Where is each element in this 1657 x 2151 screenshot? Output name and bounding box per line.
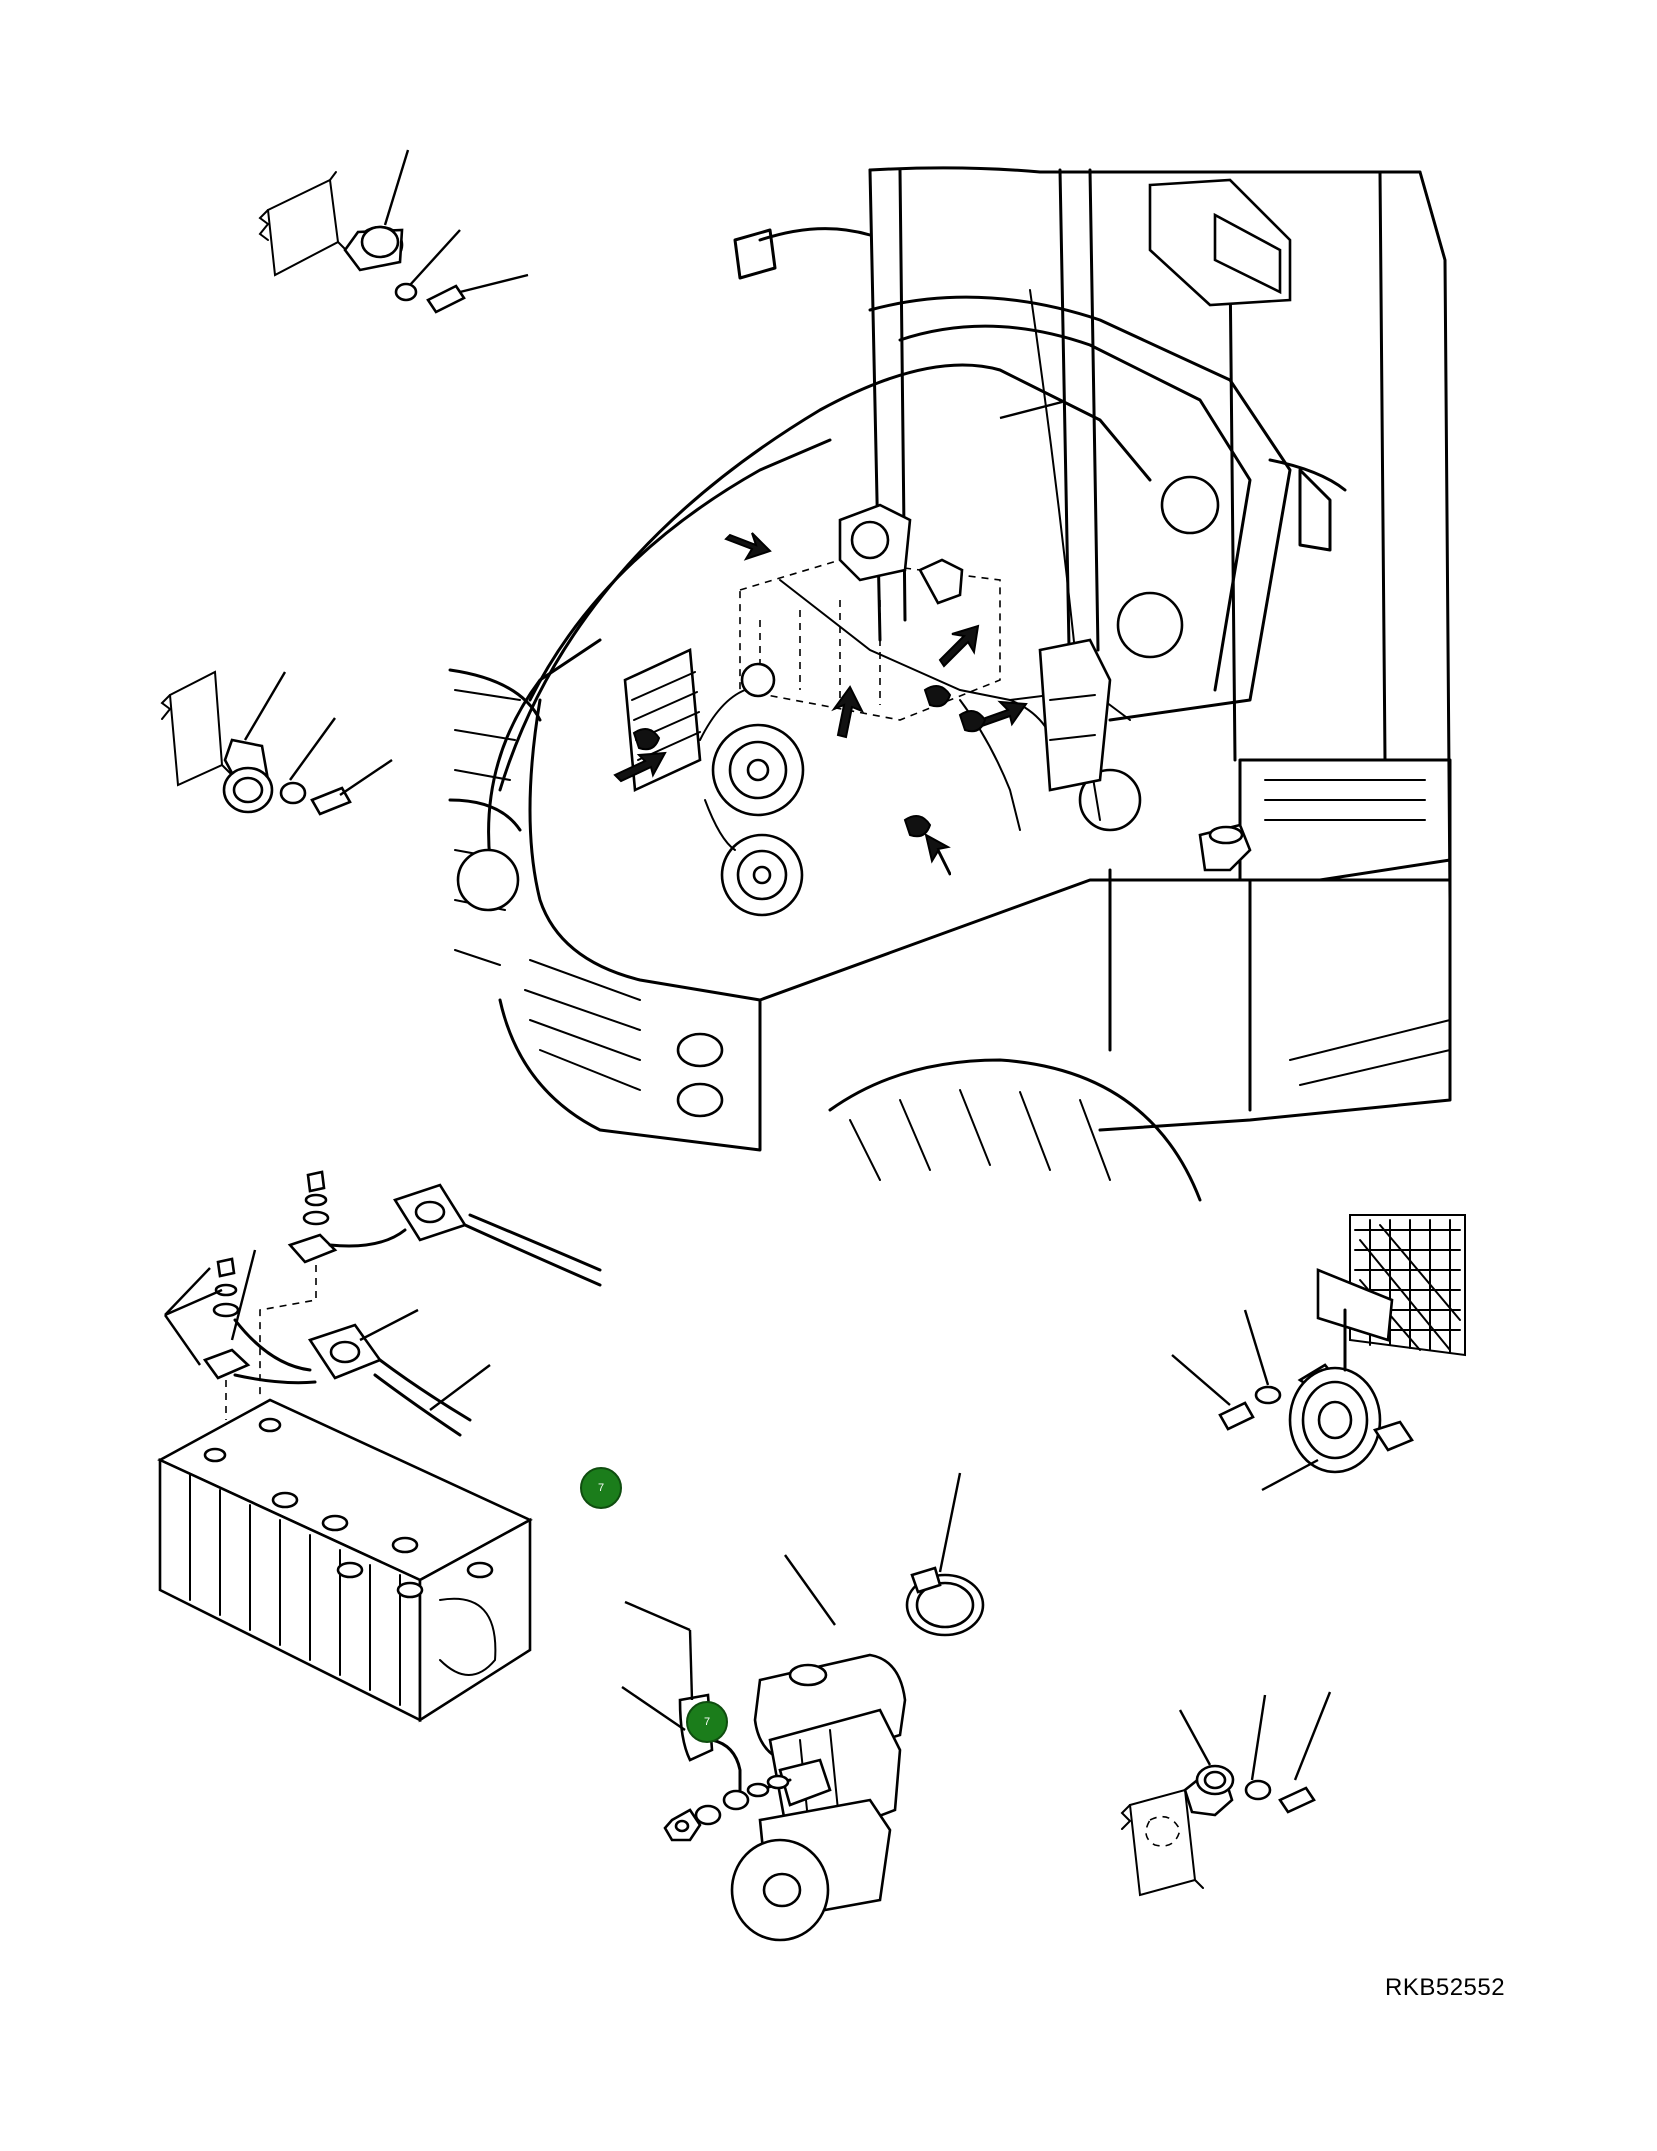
drawing-reference-code: RKB52552 xyxy=(1385,1974,1506,2001)
detail-battery xyxy=(157,1170,602,1723)
callout-marker-7[interactable]: 7 xyxy=(580,1467,622,1509)
detail-horn xyxy=(1171,1214,1466,1492)
detail-starter xyxy=(621,1472,985,1942)
detail-bracket-top-left xyxy=(258,149,529,314)
callout-marker-7[interactable]: 7 xyxy=(686,1701,728,1743)
detail-clip-bottom-right xyxy=(1120,1691,1332,1897)
detail-bracket-mid-left xyxy=(160,670,393,816)
machine-overview xyxy=(448,166,1452,1202)
